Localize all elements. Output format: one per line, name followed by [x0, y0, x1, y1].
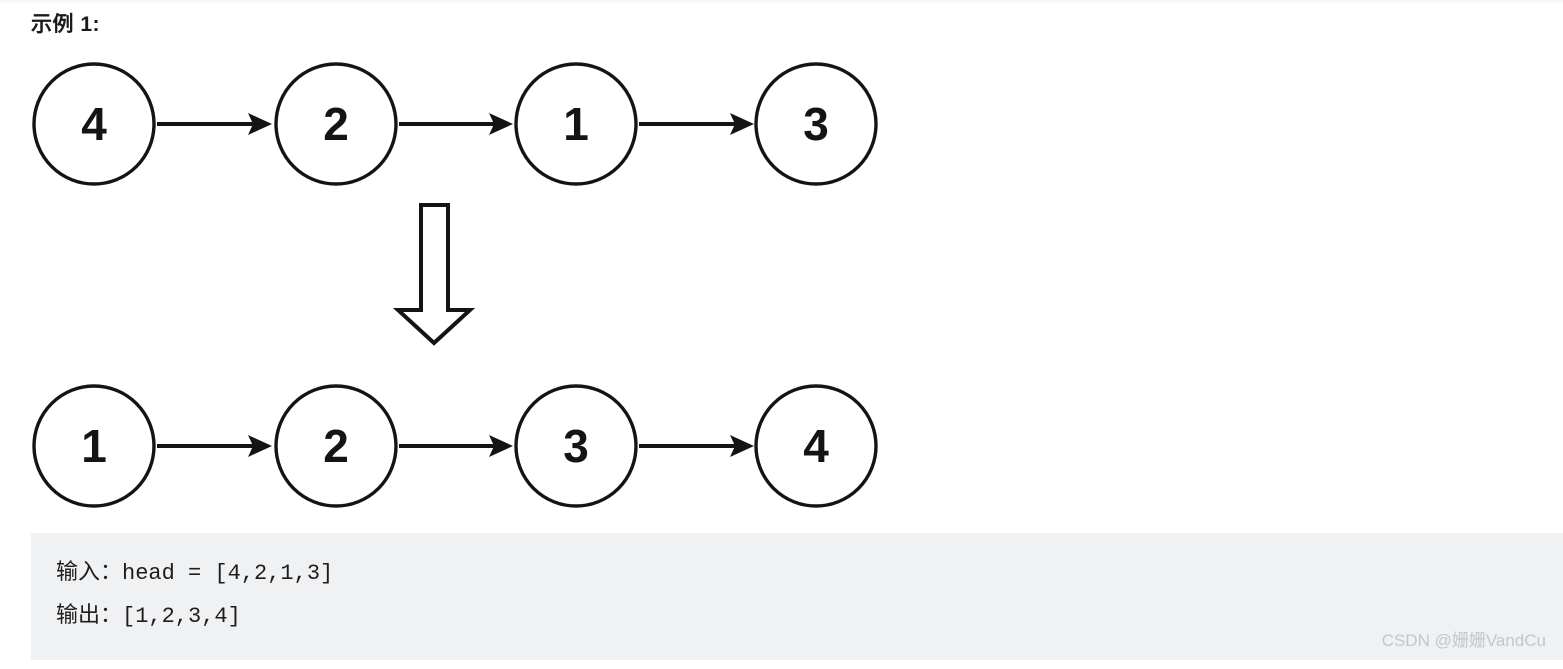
list-node: 3 — [514, 384, 638, 508]
arrow-head-icon — [730, 435, 754, 457]
list-node: 4 — [32, 62, 156, 186]
example-io-code-block: 输入：head = [4,2,1,3] 输出：[1,2,3,4] CSDN @姗… — [31, 533, 1563, 660]
arrow-head-icon — [489, 435, 513, 457]
down-block-arrow-icon — [392, 203, 476, 346]
code-line-input: 输入：head = [4,2,1,3] — [56, 561, 334, 586]
node-arrow — [639, 435, 754, 457]
node-circle — [274, 384, 398, 508]
csdn-watermark: CSDN @姗姗VandCu — [1381, 631, 1546, 650]
list-node: 4 — [754, 384, 878, 508]
code-line-output: 输出：[1,2,3,4] — [56, 604, 241, 629]
node-value: 1 — [563, 98, 589, 150]
node-circle — [32, 384, 156, 508]
node-value: 1 — [81, 420, 107, 472]
node-value: 2 — [323, 420, 349, 472]
list-node: 2 — [274, 384, 398, 508]
node-arrow — [399, 435, 513, 457]
arrow-head-icon — [248, 435, 272, 457]
node-circle — [754, 62, 878, 186]
node-value: 4 — [803, 420, 829, 472]
node-circle — [514, 384, 638, 508]
node-circle — [274, 62, 398, 186]
list-node: 1 — [514, 62, 638, 186]
node-circle — [32, 62, 156, 186]
node-circle — [514, 62, 638, 186]
node-circle — [754, 384, 878, 508]
list-node: 2 — [274, 62, 398, 186]
linked-list-diagram: 4 2 1 3 1 — [32, 62, 878, 508]
list-node: 1 — [32, 384, 156, 508]
node-arrow — [157, 435, 272, 457]
arrow-head-icon — [248, 113, 272, 135]
page-title: 示例 1: — [31, 13, 101, 36]
output-linked-list: 1 2 3 4 — [32, 384, 878, 508]
node-arrow — [639, 113, 754, 135]
arrow-head-icon — [489, 113, 513, 135]
list-node: 3 — [754, 62, 878, 186]
node-value: 3 — [803, 98, 829, 150]
node-value: 4 — [81, 98, 107, 150]
top-edge-band — [0, 0, 1563, 4]
node-value: 3 — [563, 420, 589, 472]
node-value: 2 — [323, 98, 349, 150]
arrow-head-icon — [730, 113, 754, 135]
node-arrow — [157, 113, 272, 135]
input-linked-list: 4 2 1 3 — [32, 62, 878, 186]
node-arrow — [399, 113, 513, 135]
